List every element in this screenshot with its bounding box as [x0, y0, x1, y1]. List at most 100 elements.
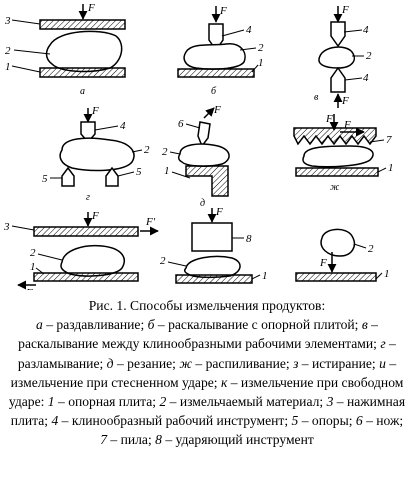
material-lump	[320, 228, 356, 257]
panel-zh: F F 7 1 ж	[293, 113, 394, 193]
panel-sub-label: в	[314, 92, 319, 103]
caption-item-b: б – раскалывание с опорной плитой;	[147, 317, 362, 333]
support-plate	[175, 274, 253, 284]
figure-caption: Рис. 1. Способы измельчения продуктов: а…	[6, 296, 408, 450]
caption-item-a: а – раздавливание;	[36, 317, 148, 333]
material-lump	[183, 255, 241, 279]
panel-sub-label: г	[86, 192, 90, 203]
material-lump	[177, 143, 230, 167]
caption-item-5: 5 – опоры;	[291, 413, 356, 429]
caption-item-d: д – резание;	[106, 355, 180, 371]
caption-item-7: 7 – пила;	[100, 432, 156, 448]
label-1: 1	[388, 162, 394, 174]
panel-b: F 4 2 1 б	[177, 5, 264, 97]
label-4-bottom: 4	[363, 72, 369, 84]
material-lump	[59, 137, 135, 172]
caption-item-2: 2 – измельчаемый материал;	[159, 394, 327, 410]
label-2: 2	[5, 45, 11, 57]
force-arrow	[203, 107, 215, 119]
force-label-top: F	[325, 113, 333, 125]
label-1: 1	[30, 261, 36, 273]
panel-a: F 3 2 1 а	[4, 2, 126, 97]
support-left	[61, 166, 75, 187]
material-lump	[318, 46, 356, 69]
label-4: 4	[246, 24, 252, 36]
panel-i: F 8 2 1 и	[160, 206, 268, 284]
support-plate	[295, 272, 377, 282]
material-lump	[302, 145, 374, 168]
label-5-right: 5	[136, 166, 142, 178]
panel-k: F 2 1 к	[295, 228, 390, 282]
label-2: 2	[162, 146, 168, 158]
caption-items: а – раздавливание; б – раскалывание с оп…	[9, 317, 405, 447]
panel-sub-label: а	[80, 86, 85, 97]
label-1: 1	[258, 57, 264, 69]
caption-item-z: з – истирание;	[293, 355, 380, 371]
label-2: 2	[144, 144, 150, 156]
caption-item-v: в – раскалывание между клинообразными ра…	[18, 317, 381, 352]
force-label-left: F	[25, 287, 33, 290]
force-label-top: F	[91, 210, 99, 222]
label-2: 2	[30, 247, 36, 259]
panel-g: F 4 2 5 5 г	[42, 105, 150, 203]
force-label-side: F	[343, 119, 351, 131]
support-plate	[295, 167, 379, 177]
caption-item-4: 4 – клинообразный рабочий инструмент;	[51, 413, 292, 429]
press-plate	[33, 226, 139, 237]
support-right	[105, 166, 119, 187]
caption-item-1: 1 – опорная плита;	[47, 394, 160, 410]
material-lump	[60, 244, 125, 277]
label-2: 2	[160, 255, 166, 267]
caption-item-6: 6 – нож;	[355, 413, 404, 429]
force-label: F	[213, 104, 221, 116]
label-8: 8	[246, 233, 252, 245]
force-label: F	[87, 2, 95, 14]
label-7: 7	[386, 134, 392, 146]
material-lump	[183, 43, 246, 70]
caption-item-8: 8 – ударяющий инструмент	[155, 432, 314, 448]
force-label-bottom: F	[341, 95, 349, 107]
panel-sub-label: б	[211, 86, 217, 97]
force-label: F	[319, 257, 327, 269]
force-label-right: F'	[145, 216, 156, 228]
wedge-tool-top	[330, 21, 346, 48]
saw-tool	[293, 127, 377, 146]
label-2: 2	[366, 50, 372, 62]
label-2: 2	[368, 243, 374, 255]
panel-sub-label: д	[200, 198, 205, 209]
label-3: 3	[3, 221, 10, 233]
panel-d: F 6 2 1 д	[162, 104, 230, 209]
caption-title: Рис. 1. Способы измельчения продуктов:	[88, 298, 326, 313]
label-4: 4	[120, 120, 126, 132]
crushing-methods-figure: F 3 2 1 а F 4 2 1 б F F 4 2	[3, 2, 394, 290]
caption-item-g: г – разламывание;	[17, 336, 396, 371]
panel-v: F F 4 2 4 в	[314, 4, 372, 108]
label-5-left: 5	[42, 173, 48, 185]
label-1: 1	[5, 61, 11, 73]
label-6: 6	[178, 118, 184, 130]
caption-item-i: и – измельчение при стесненном ударе;	[10, 355, 397, 390]
label-1: 1	[384, 268, 390, 280]
label-3: 3	[4, 15, 11, 27]
label-4-top: 4	[363, 24, 369, 36]
support-block	[185, 165, 229, 197]
force-label: F	[91, 105, 99, 117]
support-plate	[33, 272, 139, 282]
panel-z: F F' F 3 2 1 з	[3, 210, 159, 290]
impact-tool	[191, 222, 233, 252]
force-label: F	[215, 206, 223, 218]
panel-sub-label: ж	[330, 182, 340, 193]
support-plate	[39, 67, 126, 78]
press-plate	[39, 19, 126, 30]
wedge-tool-bottom	[330, 66, 346, 93]
caption-item-k: к – измельчение при свободном ударе:	[8, 374, 404, 410]
label-1: 1	[164, 165, 170, 177]
label-1: 1	[262, 270, 268, 282]
caption-item-zh: ж – распиливание;	[179, 355, 294, 371]
knife-tool	[197, 121, 211, 148]
force-label-top: F	[341, 4, 349, 16]
material-lump	[45, 30, 123, 73]
support-plate	[177, 68, 255, 78]
force-label: F	[219, 5, 227, 17]
caption-item-3: 3 – нажимная плита;	[10, 394, 406, 429]
